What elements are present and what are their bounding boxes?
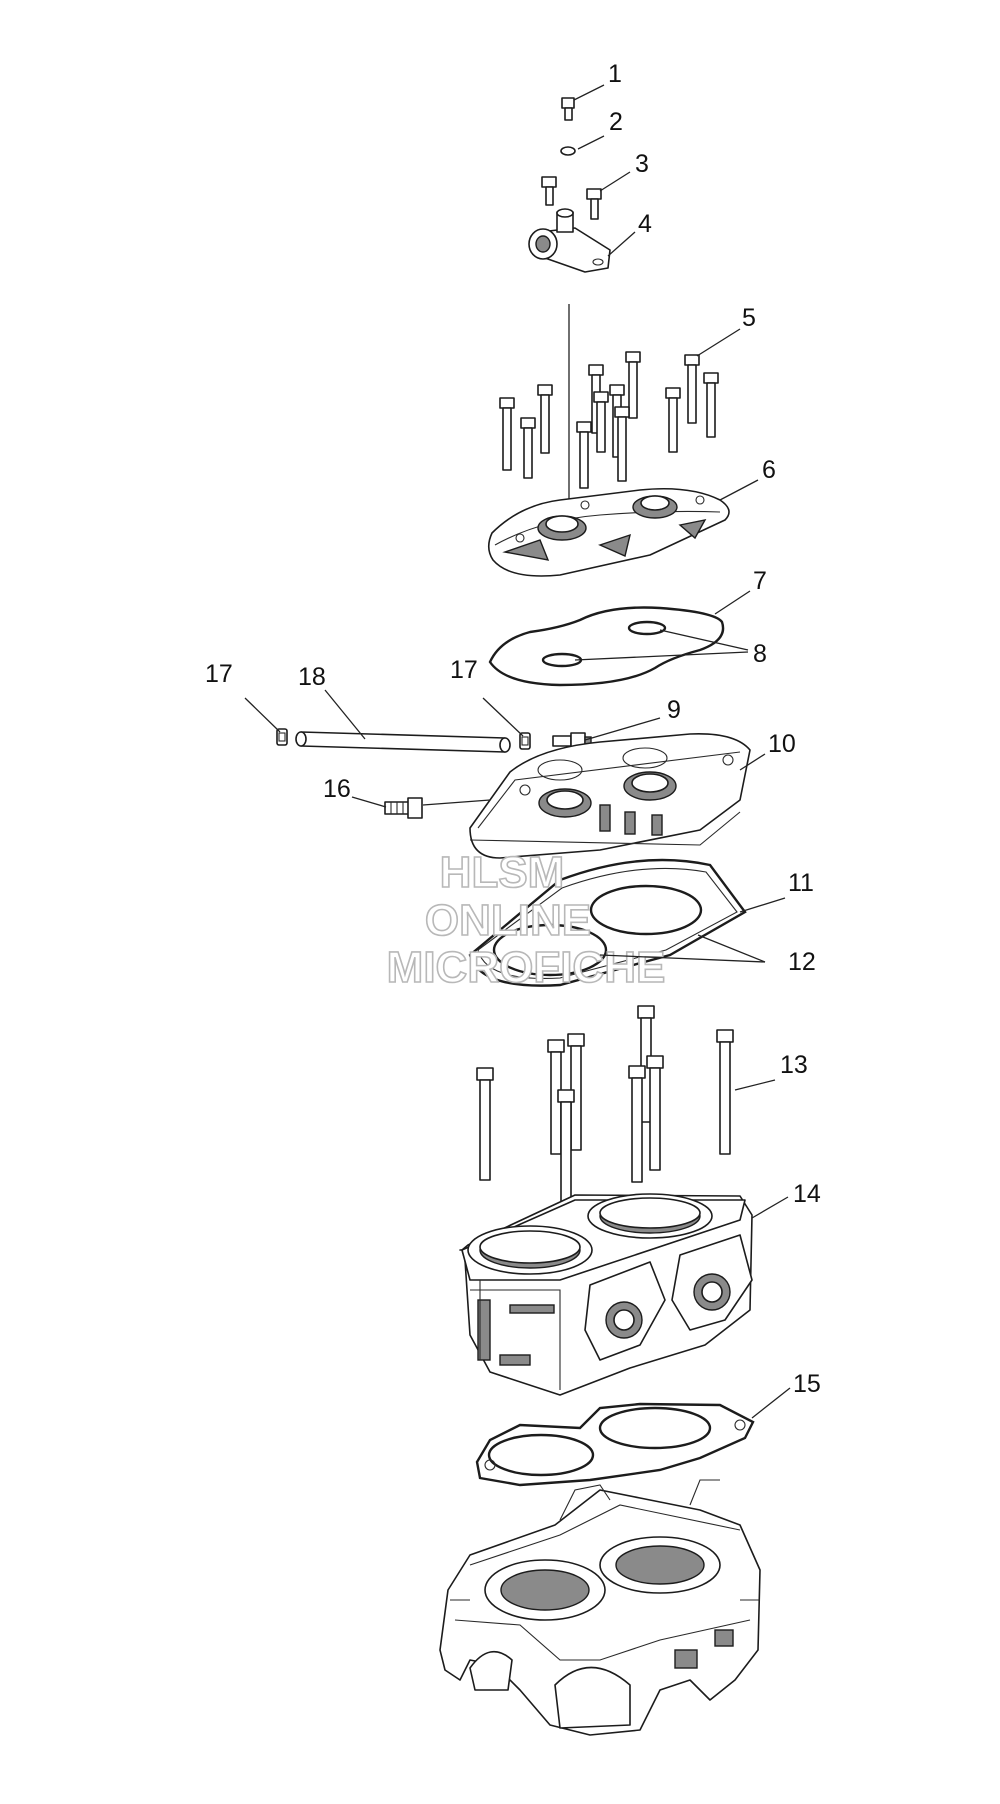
callout-3: 3 xyxy=(635,150,649,178)
callout-7: 7 xyxy=(753,567,767,595)
part-17-clamp[interactable] xyxy=(276,728,288,746)
part-8-o-ring[interactable] xyxy=(627,620,667,636)
part-5-cover-bolts[interactable] xyxy=(499,351,719,489)
part-9-fitting[interactable] xyxy=(552,732,592,750)
callout-11: 11 xyxy=(788,869,814,897)
part-1-bolt[interactable] xyxy=(561,97,575,121)
watermark: HLSM ONLINE MICROFICHE xyxy=(386,847,666,993)
part-13-cylinder-bolts[interactable] xyxy=(476,1005,734,1203)
leader-lines xyxy=(244,84,791,1419)
part-6-head-cover[interactable] xyxy=(487,487,730,577)
callout-10: 10 xyxy=(768,730,796,758)
part-15-base-gasket[interactable] xyxy=(475,1402,755,1487)
callout-labels: 1 2 3 4 5 6 7 8 9 10 11 12 13 14 15 16 1… xyxy=(205,60,821,1398)
callout-16: 16 xyxy=(323,775,351,803)
callout-18: 18 xyxy=(298,663,326,691)
part-18-hose[interactable] xyxy=(295,731,511,753)
crankcase xyxy=(439,1479,761,1736)
part-16-fitting[interactable] xyxy=(384,797,423,819)
part-14-cylinder[interactable] xyxy=(459,1193,753,1396)
callout-1: 1 xyxy=(608,60,622,88)
part-2-washer[interactable] xyxy=(560,146,576,156)
callout-17-right: 17 xyxy=(450,656,478,684)
part-4-outlet-housing[interactable] xyxy=(528,208,611,273)
callout-13: 13 xyxy=(780,1051,808,1079)
callout-5: 5 xyxy=(742,304,756,332)
callout-9: 9 xyxy=(667,696,681,724)
part-12-o-ring[interactable] xyxy=(492,923,608,977)
callout-2: 2 xyxy=(609,108,623,136)
part-10-cylinder-head[interactable] xyxy=(469,733,751,859)
watermark-line-1: HLSM xyxy=(440,848,565,897)
watermark-line-2: ONLINE xyxy=(425,896,591,945)
callout-17-left: 17 xyxy=(205,660,233,688)
watermark-line-3: MICROFICHE xyxy=(387,943,666,992)
part-3-bolts[interactable] xyxy=(541,176,602,220)
part-17-clamp[interactable] xyxy=(519,732,531,750)
part-7-cover-gasket[interactable] xyxy=(488,606,725,687)
part-11-head-gasket[interactable] xyxy=(468,858,747,987)
callout-8: 8 xyxy=(753,640,767,668)
callout-14: 14 xyxy=(793,1180,821,1208)
part-12-o-ring[interactable] xyxy=(589,884,703,936)
callout-12: 12 xyxy=(788,948,816,976)
callout-4: 4 xyxy=(638,210,652,238)
callout-15: 15 xyxy=(793,1370,821,1398)
callout-6: 6 xyxy=(762,456,776,484)
